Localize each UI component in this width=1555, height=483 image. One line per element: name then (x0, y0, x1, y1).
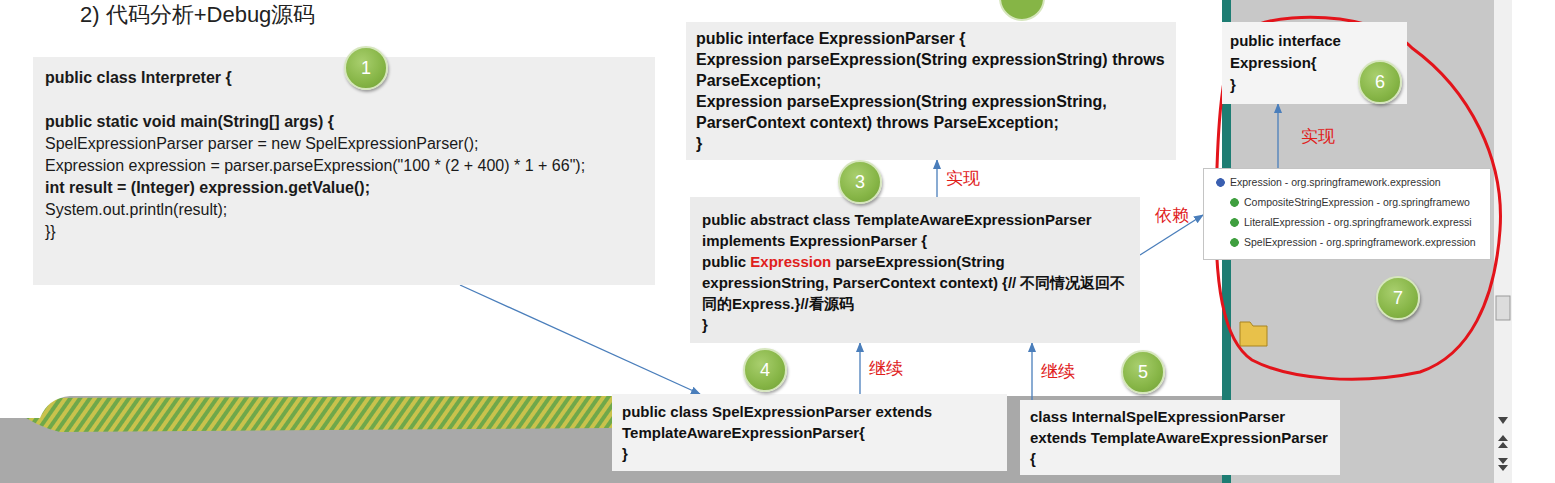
code-line: }} (45, 221, 643, 243)
callout-number: 5 (1121, 350, 1165, 394)
callout-number: 1 (344, 46, 388, 90)
connector (1277, 104, 1278, 168)
connector (1031, 343, 1032, 400)
code-line: Expression parseExpression(String expres… (696, 49, 1166, 91)
class-box: class InternalSpelExpressionParser exten… (1020, 400, 1340, 475)
code-line: public static void main(String[] args) { (45, 111, 643, 133)
callout-number: 7 (1376, 276, 1420, 320)
slide-sheet (0, 0, 1222, 418)
class-box: public abstract class TemplateAwareExpre… (690, 197, 1140, 343)
code-line: class InternalSpelExpressionParser exten… (1030, 406, 1330, 469)
callout-circle (1000, 0, 1044, 20)
code-line: Expression expression = parser.parseExpr… (45, 155, 643, 177)
scroll-thumb (1496, 296, 1510, 320)
code-line: Expression parseExpression(String expres… (696, 91, 1166, 133)
callout-number: 4 (743, 348, 787, 392)
connector (859, 343, 860, 394)
scrollbar (1494, 0, 1512, 483)
code-line: public abstract class TemplateAwareExpre… (702, 209, 1128, 251)
code-line: } (696, 133, 1166, 154)
tree-item: CompositeStringExpression - org.springfr… (1210, 194, 1484, 210)
connector (460, 285, 700, 394)
edge-label: 继续 (1041, 360, 1075, 383)
code-line: public (702, 253, 746, 270)
slide-heading: 2) 代码分析+Debug源码 (80, 0, 315, 30)
code-box: public class Interpreter {public static … (33, 57, 655, 285)
code-line: } (622, 443, 997, 464)
connector (936, 160, 937, 197)
code-line: int result = (Integer) expression.getVal… (45, 177, 643, 199)
edge-label: 继续 (869, 357, 903, 380)
scroll-arrow (1498, 417, 1508, 424)
code-line: Expression (750, 253, 831, 270)
tree-item: SpelExpression - org.springframework.exp… (1210, 234, 1484, 250)
type-hierarchy: Expression - org.springframework.express… (1203, 168, 1491, 260)
tree-item: LiteralExpression - org.springframework.… (1210, 214, 1484, 230)
callout-number: 3 (838, 160, 882, 204)
scroll-arrow (1498, 435, 1508, 448)
edge-label: 实现 (946, 167, 980, 190)
tree-item: Expression - org.springframework.express… (1210, 174, 1484, 190)
page-margin (1512, 0, 1555, 483)
code-line: System.out.println(result); (45, 199, 643, 221)
callout-number: 6 (1358, 60, 1402, 104)
folder-icon (1240, 322, 1267, 346)
scroll-arrow (1498, 458, 1508, 471)
code-line: public class SpelExpressionParser extend… (622, 401, 997, 443)
edge-label: 依赖 (1155, 204, 1189, 227)
class-box: public class SpelExpressionParser extend… (612, 394, 1007, 471)
code-line: SpelExpressionParser parser = new SpelEx… (45, 133, 643, 155)
slide-stripe (18, 396, 615, 432)
edge-label: 实现 (1301, 125, 1335, 148)
code-line: } (702, 314, 1128, 335)
interface-box: public interface ExpressionParser {Expre… (686, 22, 1176, 160)
code-line: public interface ExpressionParser { (696, 28, 1166, 49)
